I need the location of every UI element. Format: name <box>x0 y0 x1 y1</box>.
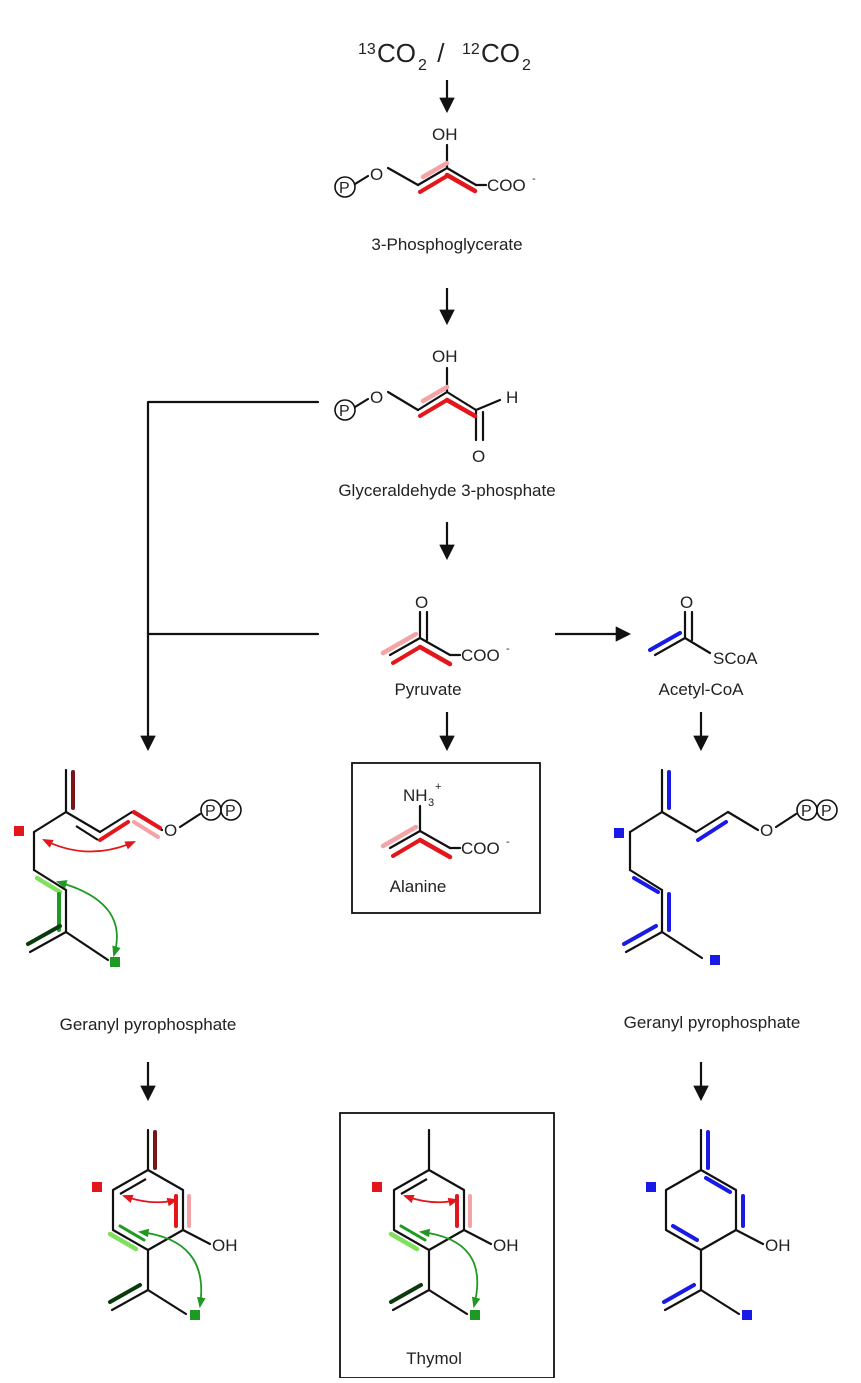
thymol-box <box>339 1112 555 1379</box>
molecule-thymol-center: OH Thymol <box>372 1128 519 1368</box>
label-glyceraldehyde-3-phosphate: Glyceraldehyde 3-phosphate <box>338 481 555 500</box>
label-gpp-right: Geranyl pyrophosphate <box>624 1013 801 1032</box>
iso1-subscript: 2 <box>418 57 427 74</box>
svg-text:OH: OH <box>493 1236 519 1255</box>
svg-text:+: + <box>435 781 441 793</box>
svg-text:O: O <box>415 593 428 612</box>
svg-text:P: P <box>339 403 350 420</box>
molecule-glyceraldehyde-3-phosphate: P O OH H O Glyceraldehyde 3-phosphate <box>334 347 556 500</box>
molecule-pyruvate: O COO - Pyruvate <box>380 593 510 699</box>
svg-text:COO: COO <box>461 646 500 665</box>
svg-text:COO: COO <box>487 176 526 195</box>
label-acetyl-coa: Acetyl-CoA <box>658 680 744 699</box>
svg-text:OH: OH <box>212 1236 238 1255</box>
svg-text:NH: NH <box>403 786 428 805</box>
phosphate-circle <box>334 176 356 198</box>
svg-text:P: P <box>225 803 236 820</box>
svg-text:OH: OH <box>765 1236 791 1255</box>
label-alanine: Alanine <box>390 877 447 896</box>
molecule-acetyl-coa: O SCoA Acetyl-CoA <box>648 593 758 699</box>
svg-text:H: H <box>506 388 518 407</box>
svg-text:OH: OH <box>432 125 458 144</box>
iso1-mass: 13 <box>358 41 376 58</box>
svg-text:-: - <box>506 643 510 655</box>
svg-text:OH: OH <box>432 347 458 366</box>
svg-text:P: P <box>339 180 350 197</box>
iso1-symbol: CO <box>377 38 416 68</box>
svg-text:P: P <box>205 803 216 820</box>
svg-text:O: O <box>760 821 773 840</box>
molecule-gpp-left: O P P Geranyl pyrophosphate <box>14 768 242 1034</box>
svg-text:O: O <box>472 447 485 466</box>
label-pyruvate: Pyruvate <box>394 680 461 699</box>
label-thymol: Thymol <box>406 1349 462 1368</box>
svg-text:-: - <box>532 173 536 185</box>
iso2-symbol: CO <box>481 38 520 68</box>
svg-text:P: P <box>821 803 832 820</box>
svg-text:O: O <box>370 165 383 184</box>
label-3-phosphoglycerate: 3-Phosphoglycerate <box>371 235 522 254</box>
phosphate-circle <box>816 799 838 821</box>
molecule-alanine: NH 3 + COO - Alanine <box>380 781 510 896</box>
alanine-box <box>351 762 541 914</box>
svg-text:COO: COO <box>461 839 500 858</box>
iso2-mass: 12 <box>462 41 480 58</box>
svg-text:P: P <box>801 803 812 820</box>
phosphate-circle <box>334 399 356 421</box>
svg-text:SCoA: SCoA <box>713 649 758 668</box>
molecule-gpp-right: O P P Geranyl pyrophosphate <box>614 768 838 1032</box>
label-gpp-left: Geranyl pyrophosphate <box>60 1015 237 1034</box>
iso-separator: / <box>430 38 452 68</box>
molecule-thymol-right: OH <box>646 1128 791 1320</box>
svg-text:3: 3 <box>428 797 434 809</box>
molecule-thymol-left: OH <box>92 1128 238 1320</box>
svg-text:-: - <box>506 836 510 848</box>
header-isotopes: 13 CO 2 / 12 CO 2 <box>358 38 531 74</box>
svg-text:O: O <box>680 593 693 612</box>
iso2-subscript: 2 <box>522 57 531 74</box>
phosphate-circle <box>220 799 242 821</box>
mep-branch-lines <box>140 400 320 752</box>
molecule-3-phosphoglycerate: P O OH COO - 3-Phosphoglycerate <box>334 125 536 254</box>
svg-text:O: O <box>370 388 383 407</box>
svg-text:O: O <box>164 821 177 840</box>
